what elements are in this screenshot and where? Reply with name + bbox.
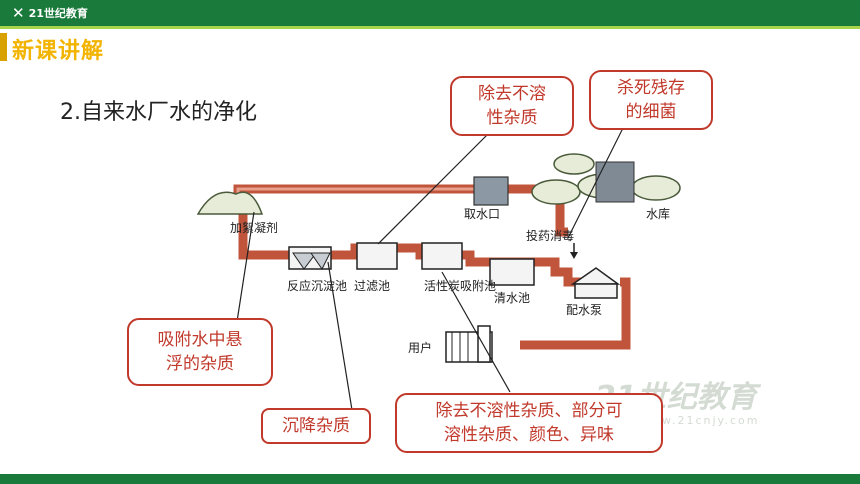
reaction-tank-icon [288,246,332,270]
intake-box [473,176,509,206]
callout-disinfect: 杀死残存 的细菌 [589,70,713,130]
carbon-tank-icon [421,242,463,270]
logo-mark-icon: ✕ [12,4,25,22]
section-title: 新课讲解 [12,39,105,64]
dosing-arrow-head [570,252,578,259]
bottom-bar [0,474,860,484]
title-accent [0,33,7,61]
label-reservoir: 水库 [646,206,670,221]
user-building-icon [445,325,493,363]
top-bar: ✕ 21世纪教育 [0,0,860,26]
label-filter-tank: 过滤池 [354,279,390,293]
slide-subheading: 2.自来水厂水的净化 [60,100,257,125]
label-reaction-tank: 反应沉淀池 [287,278,347,293]
label-carbon-tank: 活性炭吸附池 [424,279,496,293]
label-pump: 配水泵 [566,303,602,317]
watermark-url: www.21cnjy.com [640,414,760,427]
callout-filter: 除去不溶 性杂质 [450,76,574,136]
clean-tank-icon [489,258,535,286]
callout-settle: 沉降杂质 [261,408,371,444]
brand-logo: ✕ 21世纪教育 [12,2,88,24]
logo-text: 21世纪教育 [28,7,88,20]
callout-adsorb: 吸附水中悬 浮的杂质 [127,318,273,386]
filter-tank-icon [356,242,398,270]
leader-lines [235,125,625,411]
label-intake: 取水口 [464,207,500,221]
label-dosing: 投药消毒 [526,228,574,243]
pump-house-icon [570,267,621,299]
label-coagulant: 加絮凝剂 [230,220,278,235]
label-clean-tank: 清水池 [494,291,530,305]
label-users: 用户 [408,340,432,355]
top-bar-stripe [0,26,860,29]
callout-carbon: 除去不溶性杂质、部分可 溶性杂质、颜色、异味 [395,393,663,453]
coagulant-hill-icon [196,191,264,215]
